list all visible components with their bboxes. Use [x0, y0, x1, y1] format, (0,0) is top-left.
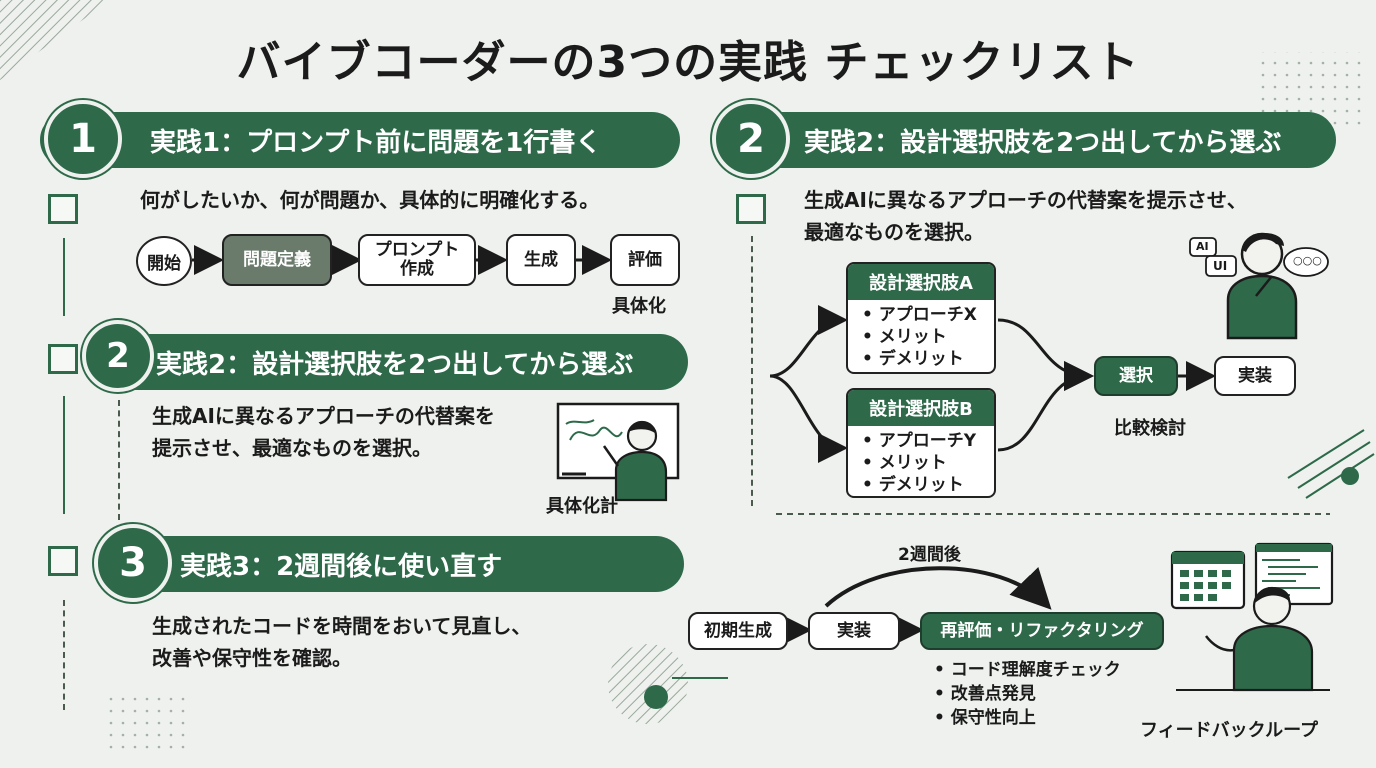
thinking-person-illustration	[1189, 232, 1329, 340]
feedback-step-initial: 初期生成	[688, 612, 788, 650]
feedback-step-refactor: 再評価・リファクタリング	[920, 612, 1164, 650]
practice2-right-banner: 実践2：設計選択肢を2つ出してから選ぶ	[712, 112, 1336, 168]
flow-step-start: 開始	[136, 236, 192, 286]
practice2-left-checkbox[interactable]	[48, 344, 78, 374]
practice2-right-dashed-guide	[751, 236, 753, 506]
calendar-icon	[1170, 550, 1246, 610]
hatch-corner-decoration	[0, 0, 110, 80]
flow-step-evaluate: 評価	[610, 234, 680, 286]
practice2-right-description: 生成AIに異なるアプローチの代替案を提示させ、 最適なものを選択。	[804, 188, 1247, 244]
flow-step-generate: 生成	[506, 234, 576, 286]
bubble-ai-text: AI	[1196, 240, 1209, 253]
arc-label: 2週間後	[898, 545, 961, 565]
feedback-caption: フィードバックループ	[1140, 720, 1319, 741]
branch-arrows	[769, 305, 1216, 463]
option-b-item: メリット	[862, 452, 994, 474]
practice2-left-connector	[63, 396, 65, 514]
practice2-right-checkbox[interactable]	[736, 194, 766, 224]
practice1-connector	[63, 238, 65, 316]
feedback-bullet: コード理解度チェック	[934, 658, 1121, 682]
flow-step-define: 問題定義	[222, 234, 332, 286]
option-a-item: デメリット	[862, 348, 994, 370]
practice2-left-banner: 実践2：設計選択肢を2つ出してから選ぶ	[96, 334, 688, 390]
option-b-item: アプローチY	[862, 430, 994, 452]
practice3-checkbox[interactable]	[48, 546, 78, 576]
practice1-banner: 実践1：プロンプト前に問題を1行書く	[40, 112, 680, 168]
option-a-item: メリット	[862, 326, 994, 348]
practice2-right-label: 実践2：設計選択肢を2つ出してから選ぶ	[804, 127, 1282, 158]
hatch-circle-decoration	[608, 644, 728, 724]
practice1-checkbox[interactable]	[48, 194, 78, 224]
page-title: バイブコーダーの3つの実践 チェックリスト	[236, 37, 1140, 88]
option-b-item: デメリット	[862, 474, 994, 496]
option-b-title: 設計選択肢B	[848, 390, 994, 426]
practice3-description: 生成されたコードを時間をおいて見直し、 改善や保守性を確認。	[152, 614, 532, 670]
select-box: 選択	[1094, 356, 1178, 396]
option-a-card: 設計選択肢A アプローチX メリット デメリット	[846, 262, 996, 374]
option-a-item: アプローチX	[862, 304, 994, 326]
practice2-right-caption: 比較検討	[1114, 418, 1186, 439]
feedback-step-implement: 実装	[808, 612, 900, 650]
presenting-person-illustration	[1176, 586, 1330, 692]
dot-grid-decoration	[104, 690, 188, 756]
whiteboard-person-illustration	[556, 402, 680, 502]
option-b-card: 設計選択肢B アプローチY メリット デメリット	[846, 388, 996, 498]
practice2-left-caption: 具体化計	[546, 496, 618, 517]
practice2-left-label: 実践2：設計選択肢を2つ出してから選ぶ	[156, 349, 634, 380]
practice2-right-number: 2	[712, 100, 790, 178]
diagonal-lines-decoration	[1287, 429, 1375, 499]
practice2-left-description: 生成AIに異なるアプローチの代替案を 提示させ、最適なものを選択。	[152, 404, 495, 460]
option-a-title: 設計選択肢A	[848, 264, 994, 300]
practice1-description: 何がしたいか、何が問題か、具体的に明確化する。	[140, 188, 600, 212]
feedback-bullet: 改善点発見	[934, 682, 1121, 706]
thought-bubble-dots: ○○○	[1293, 254, 1322, 267]
practice1-label: 実践1：プロンプト前に問題を1行書く	[150, 127, 602, 158]
practice3-label: 実践3：2週間後に使い直す	[180, 551, 503, 582]
practice1-caption: 具体化	[612, 296, 666, 317]
flow-step-prompt: プロンプト 作成	[358, 234, 476, 286]
practice3-dashed-guide	[63, 600, 65, 710]
feedback-bullets: コード理解度チェック 改善点発見 保守性向上	[934, 658, 1121, 730]
practice2-left-dashed-guide	[118, 400, 120, 520]
practice1-number: 1	[44, 100, 122, 178]
implement-box: 実装	[1214, 356, 1296, 396]
practice3-banner: 実践3：2週間後に使い直す	[100, 536, 684, 592]
bubble-ui-text: UI	[1213, 259, 1228, 273]
practice3-number: 3	[94, 524, 172, 602]
feedback-arrows	[782, 566, 1052, 645]
practice2-left-number: 2	[82, 320, 154, 392]
feedback-bullet: 保守性向上	[934, 706, 1121, 730]
